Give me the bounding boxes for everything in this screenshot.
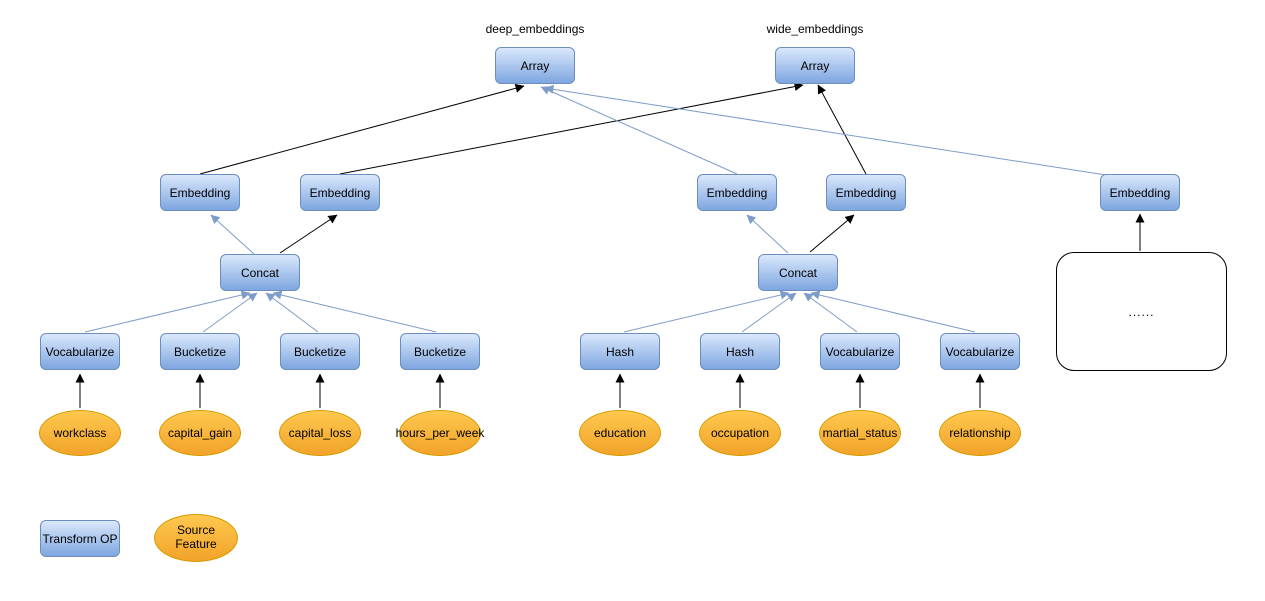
edge-concat1-to-embedding2 <box>279 214 338 254</box>
transform-node-vocabularize-1: Vocabularize <box>40 333 120 370</box>
edge-concat2-to-embedding3 <box>746 214 789 254</box>
feature-node-workclass: workclass <box>39 410 121 456</box>
concat-node-1: Concat <box>220 254 300 291</box>
feature-node-martial-status: martial_status <box>819 410 901 456</box>
edge-embedding3-to-deep-array <box>540 86 738 175</box>
transform-node-bucketize-3: Bucketize <box>400 333 480 370</box>
legend-source-feature: Source Feature <box>154 514 238 562</box>
edge-transform4-to-concat1 <box>272 290 437 333</box>
embedding-node-3: Embedding <box>697 174 777 211</box>
edge-transform8-to-concat2 <box>810 290 976 333</box>
edge-concat1-to-embedding1 <box>210 214 255 255</box>
transform-node-bucketize-1: Bucketize <box>160 333 240 370</box>
legend-transform-op: Transform OP <box>40 520 120 557</box>
transform-node-hash-2: Hash <box>700 333 780 370</box>
legend-source-feature-label: Source Feature <box>175 523 217 551</box>
wide-embeddings-caption: wide_embeddings <box>766 22 864 36</box>
ellipsis-placeholder-box: ...... <box>1056 252 1227 371</box>
edge-transform5-to-concat2 <box>623 290 790 333</box>
deep-array-node: Array <box>495 47 575 84</box>
edge-embedding5-to-deep-array <box>544 84 1107 176</box>
edge-transform6-to-concat2 <box>741 292 797 333</box>
feature-node-education: education <box>579 410 661 456</box>
edge-embedding4-to-wide-array <box>817 84 867 175</box>
transform-node-hash-1: Hash <box>580 333 660 370</box>
transform-node-vocabularize-2: Vocabularize <box>820 333 900 370</box>
edge-embedding1-to-deep-array <box>199 83 525 175</box>
feature-node-occupation: occupation <box>699 410 781 456</box>
edge-embedding2-to-wide-array <box>339 82 804 175</box>
edge-transform3-to-concat1 <box>265 292 319 333</box>
wide-array-node: Array <box>775 47 855 84</box>
edge-transform7-to-concat2 <box>803 292 858 333</box>
edge-concat2-to-embedding4 <box>809 214 855 253</box>
edge-transform2-to-concat1 <box>202 292 258 333</box>
edge-transform1-to-concat1 <box>84 290 251 333</box>
embedding-node-1: Embedding <box>160 174 240 211</box>
deep-embeddings-caption: deep_embeddings <box>485 22 585 36</box>
transform-node-vocabularize-3: Vocabularize <box>940 333 1020 370</box>
embedding-node-2: Embedding <box>300 174 380 211</box>
embedding-node-4: Embedding <box>826 174 906 211</box>
transform-node-bucketize-2: Bucketize <box>280 333 360 370</box>
feature-node-capital-loss: capital_loss <box>279 410 361 456</box>
concat-node-2: Concat <box>758 254 838 291</box>
embedding-node-5: Embedding <box>1100 174 1180 211</box>
feature-node-capital-gain: capital_gain <box>159 410 241 456</box>
feature-node-relationship: relationship <box>939 410 1021 456</box>
feature-node-hours-per-week: hours_per_week <box>396 410 484 456</box>
